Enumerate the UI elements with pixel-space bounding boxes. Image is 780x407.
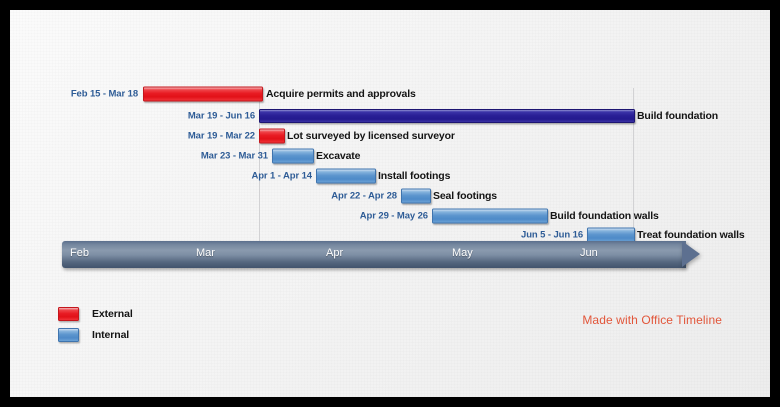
task-bar[interactable]: [272, 148, 314, 163]
month-label: Mar: [196, 247, 215, 259]
timeline-axis: Feb Mar Apr May Jun: [62, 241, 700, 268]
task-date-label: Apr 1 - Apr 14: [251, 170, 312, 181]
slide-canvas: Feb 15 - Mar 18 Acquire permits and appro…: [10, 10, 770, 397]
month-label: Feb: [70, 247, 89, 259]
task-row[interactable]: Apr 1 - Apr 14 Install footings: [10, 167, 770, 184]
task-date-label: Mar 19 - Mar 22: [187, 130, 255, 141]
month-label: Jun: [580, 247, 598, 259]
month-label: May: [452, 247, 473, 259]
task-bar[interactable]: [259, 108, 635, 123]
legend-label: External: [92, 307, 133, 320]
legend-label: Internal: [92, 328, 130, 341]
task-bar[interactable]: [432, 208, 548, 223]
legend-item[interactable]: Internal: [58, 324, 133, 345]
task-date-label: Mar 19 - Jun 16: [187, 110, 255, 121]
month-label: Apr: [326, 247, 344, 259]
task-row[interactable]: Apr 22 - Apr 28 Seal footings: [10, 187, 770, 204]
task-row[interactable]: Mar 23 - Mar 31 Excavate: [10, 147, 770, 164]
task-date-label: Apr 29 - May 26: [359, 210, 428, 221]
gridline-1: [633, 88, 634, 241]
task-row[interactable]: Mar 19 - Mar 22 Lot surveyed by licensed …: [10, 127, 770, 144]
legend-item[interactable]: External: [58, 303, 133, 324]
task-date-label: Mar 23 - Mar 31: [200, 150, 268, 161]
task-row[interactable]: Mar 19 - Jun 16 Build foundation: [10, 107, 770, 124]
task-bar[interactable]: [587, 227, 635, 242]
task-name-label: Lot surveyed by licensed surveyor: [287, 129, 455, 142]
task-bar[interactable]: [401, 188, 431, 203]
task-name-label: Acquire permits and approvals: [266, 87, 416, 100]
task-date-label: Feb 15 - Mar 18: [70, 88, 138, 99]
task-name-label: Treat foundation walls: [637, 228, 745, 241]
task-date-label: Jun 5 - Jun 16: [521, 229, 583, 240]
legend-swatch: [58, 327, 79, 342]
task-name-label: Excavate: [316, 149, 361, 162]
task-row[interactable]: Feb 15 - Mar 18 Acquire permits and appro…: [10, 85, 770, 102]
legend-swatch: [58, 306, 79, 321]
gantt-chart: Feb 15 - Mar 18 Acquire permits and appro…: [10, 10, 770, 397]
timeline-arrow-icon: [682, 241, 700, 267]
timeline-axis-bar: [62, 241, 686, 268]
task-name-label: Build foundation: [637, 109, 718, 122]
task-date-label: Apr 22 - Apr 28: [331, 190, 397, 201]
task-bar[interactable]: [259, 128, 285, 143]
task-name-label: Seal footings: [433, 189, 497, 202]
gridline-0: [259, 88, 260, 241]
watermark-office-timeline: Made with Office Timeline: [582, 313, 722, 327]
task-bar[interactable]: [143, 86, 263, 101]
task-row[interactable]: Apr 29 - May 26 Build foundation walls: [10, 207, 770, 224]
task-name-label: Build foundation walls: [550, 209, 659, 222]
task-name-label: Install footings: [378, 169, 451, 182]
task-row[interactable]: Jun 5 - Jun 16 Treat foundation walls: [10, 226, 770, 243]
task-bar[interactable]: [316, 168, 376, 183]
